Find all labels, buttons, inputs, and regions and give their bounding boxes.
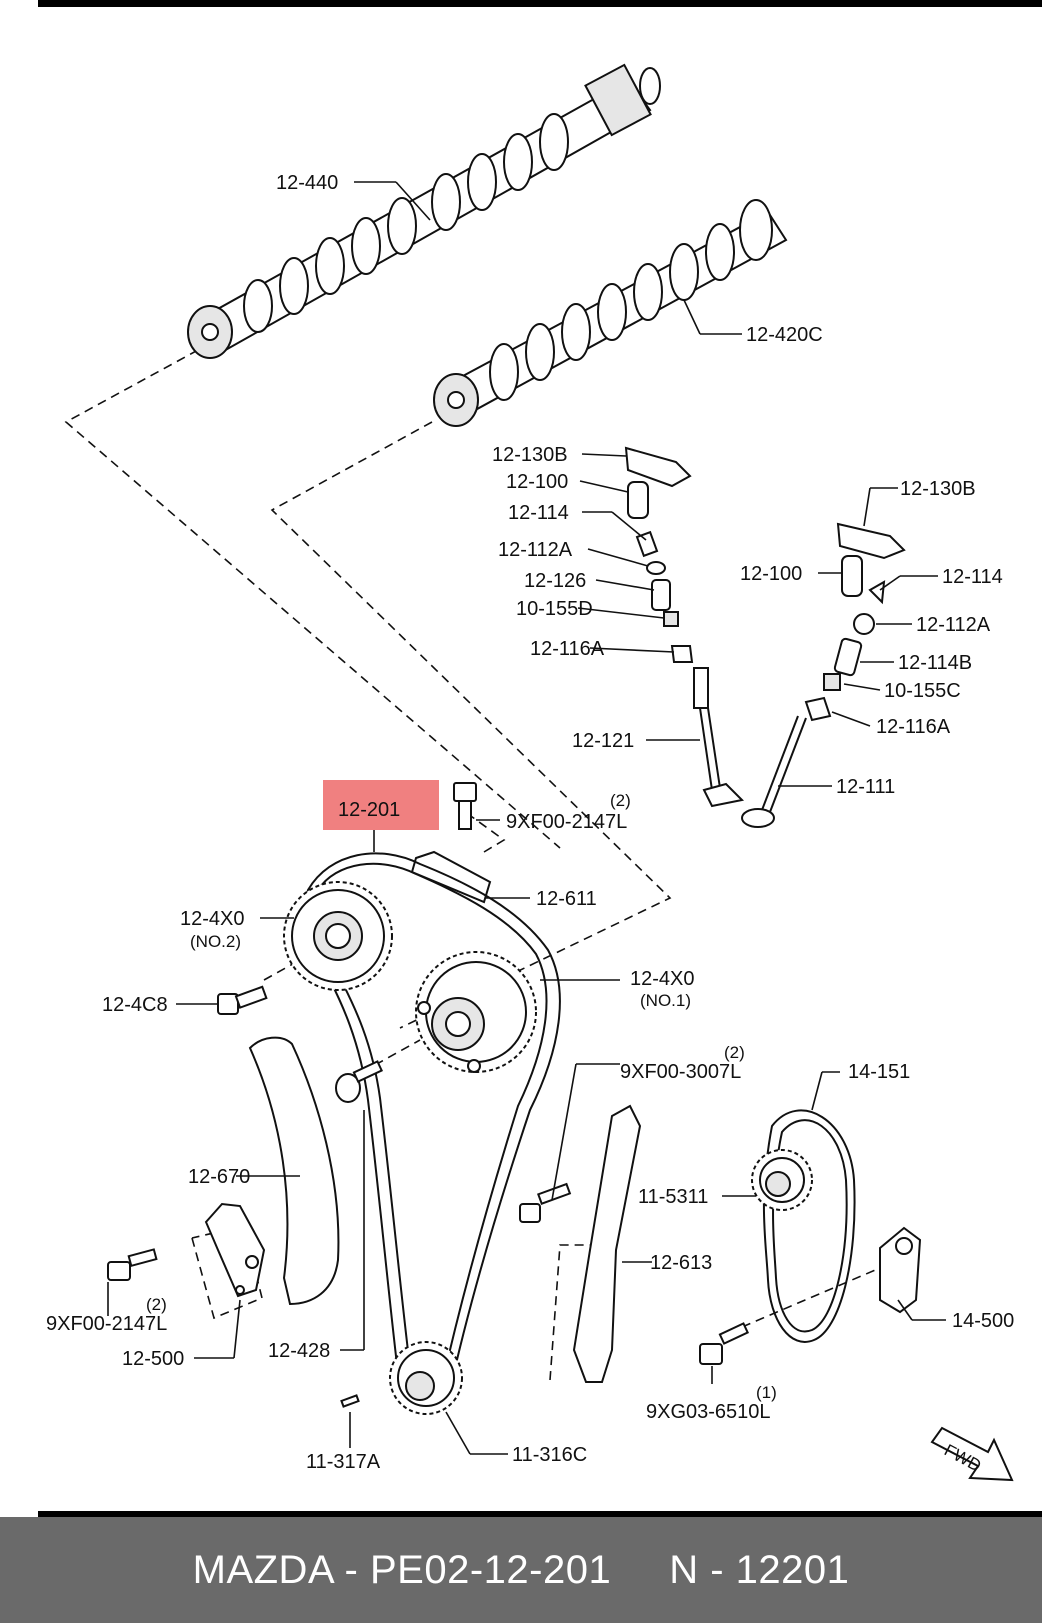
label-guide-top: 12-611 bbox=[536, 888, 597, 910]
label-key: 11-317A bbox=[306, 1451, 381, 1473]
bolt-mid bbox=[519, 1182, 572, 1223]
exploded-parts-diagram: FWD bbox=[46, 63, 1014, 1482]
label-timing-chain-highlight: 12-201 bbox=[338, 799, 400, 821]
label-tensioner-arm: 12-670 bbox=[188, 1166, 250, 1188]
camshaft-intake bbox=[433, 199, 788, 427]
tensioner-arm bbox=[248, 1036, 340, 1306]
leader-lines bbox=[107, 181, 946, 1455]
assembly-dashed-lines bbox=[64, 349, 881, 1381]
footer-n-part: N - 12201 bbox=[669, 1547, 850, 1592]
label-valve-right: 12-111 bbox=[836, 776, 895, 798]
highlight-box bbox=[323, 780, 439, 830]
label-camshaft-intake: 12-420C bbox=[746, 324, 823, 346]
label-oil-tensioner: 14-500 bbox=[952, 1310, 1014, 1332]
chain-guide-right bbox=[572, 1104, 642, 1383]
camshaft-exhaust bbox=[187, 63, 661, 359]
label-bolt-sprocket: 12-4C8 bbox=[102, 994, 168, 1016]
top-border bbox=[38, 0, 1042, 7]
bolt-top bbox=[453, 782, 477, 830]
qty-bolt-left: (2) bbox=[146, 1295, 167, 1314]
bolt-oil bbox=[699, 1322, 750, 1365]
label-spring-left: 12-126 bbox=[524, 570, 586, 592]
label-rocker-left: 12-130B bbox=[492, 444, 568, 466]
label-seat-left: 12-112A bbox=[498, 539, 573, 561]
bolt-left bbox=[107, 1248, 158, 1281]
label-bolt-top: 9XF00-2147L bbox=[506, 811, 627, 833]
label-crank-sprocket: 11-316C bbox=[512, 1444, 587, 1466]
valve-train-left bbox=[624, 446, 745, 808]
crankshaft-sprocket bbox=[389, 1341, 463, 1415]
timing-chain-inner bbox=[315, 862, 548, 1399]
label-rocker-right: 12-130B bbox=[900, 478, 976, 500]
qty-bolt-oil: (1) bbox=[756, 1383, 777, 1402]
sprocket-no2 bbox=[283, 881, 393, 991]
label-tip-left: 12-114 bbox=[508, 502, 569, 524]
label-valve-left: 12-121 bbox=[572, 730, 634, 752]
fwd-arrow-icon: FWD bbox=[930, 1426, 1014, 1482]
timing-chain bbox=[305, 852, 561, 1414]
label-lower-seat-left: 12-116A bbox=[530, 638, 605, 660]
label-tip-right: 12-114 bbox=[942, 566, 1003, 588]
label-lower-seat-right: 12-116A bbox=[876, 716, 951, 738]
label-sprocket-no1-sub: (NO.1) bbox=[640, 991, 691, 1010]
label-guide-right: 12-613 bbox=[650, 1252, 712, 1274]
label-oil-sprocket: 11-5311 bbox=[638, 1186, 708, 1208]
qty-bolt-mid: (2) bbox=[724, 1043, 745, 1062]
label-camshaft-exhaust: 12-440 bbox=[276, 172, 338, 194]
label-bolt-left: 9XF00-2147L bbox=[46, 1313, 167, 1335]
qty-bolt-top: (2) bbox=[610, 791, 631, 810]
bottom-border bbox=[38, 1511, 1042, 1517]
bolt-arm bbox=[335, 1060, 384, 1103]
label-lash-right: 12-100 bbox=[740, 563, 802, 585]
woodruff-key bbox=[340, 1394, 360, 1408]
oil-pump-sprocket bbox=[751, 1149, 813, 1211]
label-bolt-oil: 9XG03-6510L bbox=[646, 1401, 771, 1423]
label-seal-right: 10-155C bbox=[884, 680, 961, 702]
label-chain-guide: 12-428 bbox=[268, 1340, 330, 1362]
label-bolt-mid: 9XF00-3007L bbox=[620, 1061, 741, 1083]
label-oil-chain: 14-151 bbox=[848, 1061, 910, 1083]
label-tensioner: 12-500 bbox=[122, 1348, 184, 1370]
label-lash-left: 12-100 bbox=[506, 471, 568, 493]
label-seat-right: 12-112A bbox=[916, 614, 991, 636]
valve-train-right bbox=[741, 522, 906, 828]
label-sprocket-no1: 12-4X0 bbox=[630, 968, 695, 990]
footer-bar: MAZDA - PE02-12-201 N - 12201 bbox=[0, 1517, 1042, 1623]
bolt-sprocket bbox=[217, 985, 268, 1015]
label-spring-right: 12-114B bbox=[898, 652, 972, 674]
label-sprocket-no2: 12-4X0 bbox=[180, 908, 245, 930]
oil-pump-tensioner bbox=[879, 1226, 922, 1314]
label-sprocket-no2-sub: (NO.2) bbox=[190, 932, 241, 951]
sprocket-no1 bbox=[415, 951, 537, 1073]
oil-pump-chain bbox=[762, 1109, 856, 1343]
chain-tensioner bbox=[204, 1202, 266, 1298]
label-seal-left: 10-155D bbox=[516, 598, 593, 620]
footer-brand-part: MAZDA - PE02-12-201 bbox=[192, 1547, 612, 1592]
